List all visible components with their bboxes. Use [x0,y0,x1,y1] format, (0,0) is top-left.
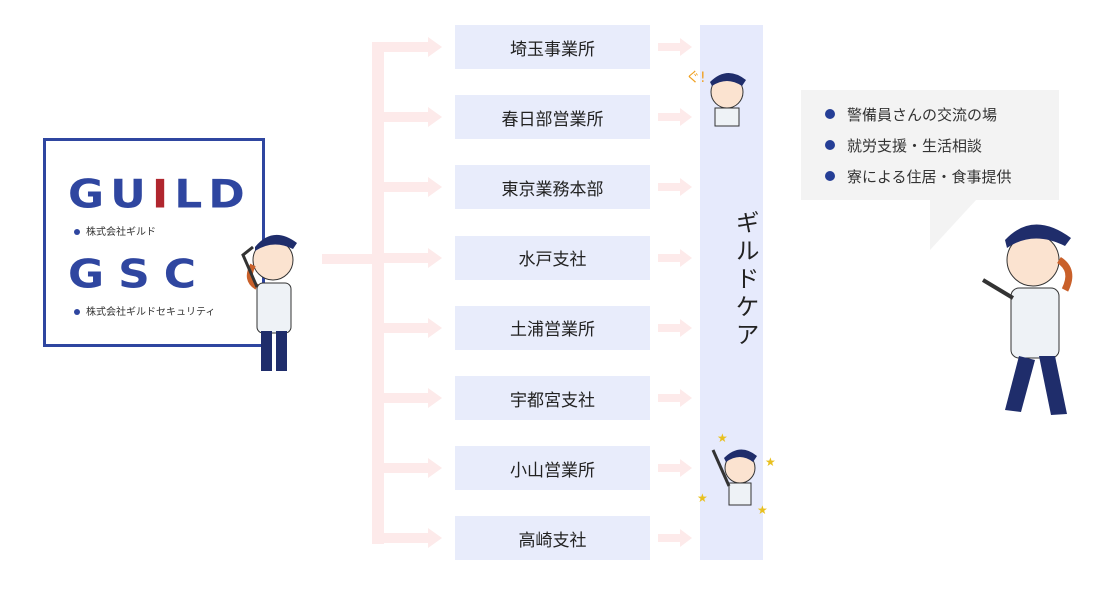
office-box: 埼玉事業所 [455,25,650,69]
office-box: 宇都宮支社 [455,376,650,420]
care-arrow-icon [680,108,692,127]
branch-arrow-icon [428,247,442,268]
branch-arrow-icon [428,37,442,57]
office-box: 小山営業所 [455,446,650,491]
branch-line [384,463,428,474]
branch-arrow-icon [428,107,442,128]
branch-arrow-icon [428,317,442,338]
saluting-guard-character-icon [241,234,297,371]
care-arrow-icon [680,248,692,267]
branch-line [384,252,428,263]
svg-text:★: ★ [717,431,728,445]
branch-arrow-icon [428,458,442,479]
office-box: 水戸支社 [455,235,650,280]
speech-bubble: 警備員さんの交流の場 就労支援・生活相談 寮による住居・食事提供 [801,90,1059,200]
pointing-guard-character-icon [981,224,1073,415]
branch-arrow-icon [428,177,442,198]
branch-line [384,393,428,403]
bubble-item: 寮による住居・食事提供 [825,162,1059,193]
guild-logo: GUILD [68,171,251,218]
care-arrow-icon [680,38,692,56]
gsc-logo: GSC [68,251,211,298]
guild-care-label: ギルドケア [731,210,759,350]
care-line [658,253,680,262]
care-line [658,43,680,51]
care-line [658,183,680,192]
cheering-guard-character-icon: ★ ★ ★ ★ [697,431,776,517]
care-line [658,464,680,473]
speech-bubble-tail [930,200,976,250]
care-arrow-icon [680,459,692,478]
branch-line [384,533,428,544]
branch-arrow-icon [428,388,442,408]
care-line [658,323,680,332]
care-line [658,394,680,402]
branch-line [384,112,428,123]
branch-arrow-icon [428,528,442,549]
office-box: 高崎支社 [455,516,650,561]
care-arrow-icon [680,529,692,548]
svg-text:★: ★ [765,455,776,469]
branch-line [384,42,428,52]
branch-line [384,322,428,333]
office-box: 土浦営業所 [455,305,650,350]
bubble-item: 警備員さんの交流の場 [825,100,1059,131]
connector-line [322,254,374,264]
bubble-item: 就労支援・生活相談 [825,131,1059,162]
care-arrow-icon [680,178,692,197]
guild-company-name: 株式会社ギルド [74,223,156,238]
svg-text:★: ★ [757,503,768,517]
svg-text:ぐ!: ぐ! [686,70,706,86]
care-arrow-icon [680,389,692,407]
gsc-company-name: 株式会社ギルドセキュリティ [74,303,215,318]
office-box: 東京業務本部 [455,165,650,210]
branch-line [384,182,428,193]
care-line [658,113,680,122]
company-logos: GUILD 株式会社ギルド GSC 株式会社ギルドセキュリティ [43,138,265,347]
care-line [658,534,680,543]
office-box: 春日部営業所 [455,95,650,140]
svg-text:★: ★ [697,491,708,505]
care-arrow-icon [680,318,692,337]
thumbs-up-guard-character-icon: ぐ! [686,70,746,127]
connector-trunk [372,42,384,544]
